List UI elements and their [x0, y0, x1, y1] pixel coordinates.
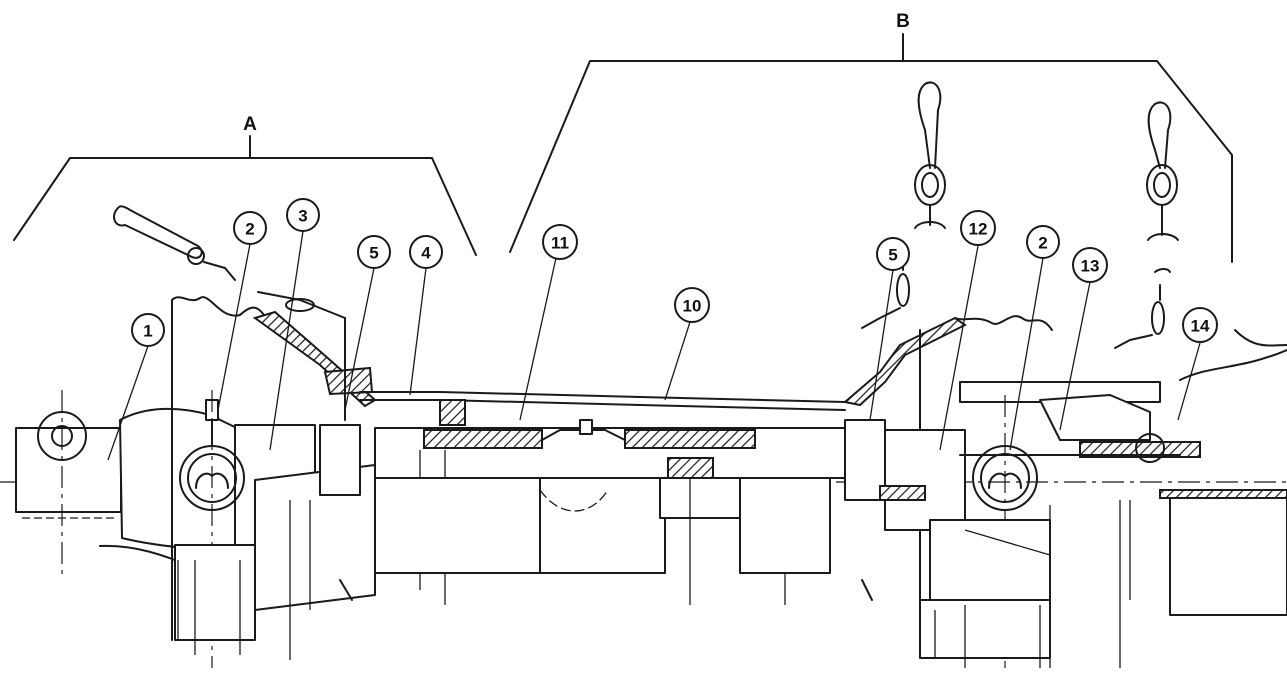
svg-text:12: 12: [969, 220, 988, 239]
svg-text:5: 5: [888, 246, 897, 265]
right-safety-chain-2: [1114, 101, 1179, 349]
group-label-a: A: [243, 114, 257, 135]
left-yoke: [15, 407, 246, 563]
callout-2-left: 2: [233, 211, 267, 245]
right-lower-shaft: [861, 329, 1287, 668]
callout-12: 12: [960, 210, 996, 246]
callout-5-left: 5: [357, 235, 391, 269]
bracket-b: [509, 33, 1233, 263]
left-lower-shaft: [61, 390, 376, 660]
callout-5-right: 5: [876, 237, 910, 271]
svg-text:11: 11: [551, 234, 569, 253]
callout-2-right: 2: [1026, 225, 1060, 259]
svg-text:3: 3: [298, 207, 307, 226]
callout-leaders: [107, 230, 1201, 461]
right-yoke-housing: [879, 381, 1287, 616]
svg-text:13: 13: [1081, 257, 1100, 276]
outer-guard-tube: [359, 391, 846, 411]
callout-11: 11: [542, 224, 578, 260]
svg-text:1: 1: [143, 322, 152, 341]
callout-1: 1: [131, 313, 165, 347]
svg-text:2: 2: [1038, 234, 1047, 253]
right-safety-chain-1: [861, 81, 946, 329]
group-label-b: B: [896, 11, 910, 32]
right-cross-journal: [929, 395, 1051, 668]
callout-4: 4: [409, 235, 443, 269]
callout-13: 13: [1072, 247, 1108, 283]
left-safety-chain: [113, 205, 346, 421]
callout-3: 3: [286, 198, 320, 232]
callout-14: 14: [1182, 307, 1218, 343]
svg-text:5: 5: [369, 244, 378, 263]
svg-text:14: 14: [1191, 317, 1210, 336]
svg-text:10: 10: [683, 297, 702, 316]
svg-text:2: 2: [245, 220, 254, 239]
svg-text:4: 4: [421, 244, 431, 263]
bracket-a: [13, 135, 477, 256]
inner-shaft: [374, 399, 846, 605]
callout-10: 10: [674, 287, 710, 323]
